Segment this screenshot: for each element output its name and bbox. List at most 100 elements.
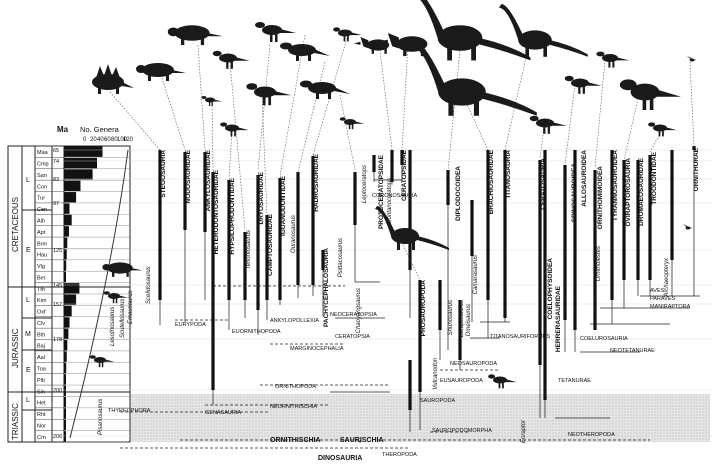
clade-label: HADROSAURIDAE: [313, 153, 320, 211]
epoch-label: E: [26, 247, 31, 254]
dinosaur-silhouette: [596, 51, 630, 68]
clade-label: THYREOPHORA: [108, 408, 151, 414]
dinosaur-silhouettes: [89, 0, 696, 389]
range-bar: [353, 172, 357, 225]
range-bar: [610, 150, 614, 300]
range-bar: [622, 160, 626, 280]
stage-label: Clv: [37, 321, 45, 327]
stage-label: Con: [37, 184, 47, 190]
clade-label: Barapasaurus: [459, 300, 465, 337]
clade-label: CORONOSAURIA: [372, 193, 418, 199]
stage-label: Het: [37, 401, 46, 407]
range-bar: [203, 152, 207, 232]
clade-label: STEGOSAURIA: [160, 150, 167, 198]
genera-tick: 40: [97, 137, 104, 143]
leader-line: [689, 61, 695, 147]
clade-label: NEORNITHISCHIA: [270, 404, 317, 410]
clade-label: GENASAURIA: [205, 410, 241, 416]
ma-tick-label: 83: [53, 177, 59, 183]
genera-axis-label: No. Genera: [80, 125, 120, 134]
clade-label: BRACHIOSAURIDAE: [488, 149, 495, 214]
range-bar: [408, 150, 412, 270]
clade-label: Archaeopteryx: [664, 257, 670, 298]
clade-label: ORNITHURAE: [693, 147, 700, 191]
clade-label: TYRANNOSAUROIDEA: [612, 150, 619, 221]
clade-label: Camarasaurus: [473, 255, 479, 294]
ma-tick-label: 145: [53, 283, 62, 289]
clade-label: Eoraptor: [521, 419, 527, 443]
range-bar: [538, 160, 542, 365]
dinosaur-silhouette: [499, 3, 588, 57]
clade-label: NEOSAUROPODA: [450, 361, 497, 367]
range-bar: [265, 215, 269, 300]
clade-label: DINOSAURIA: [318, 455, 362, 462]
range-bar: [692, 146, 696, 150]
clade-label: ORNITHOPODA: [275, 384, 316, 390]
range-bar: [311, 156, 315, 285]
dinosaur-silhouette: [648, 122, 677, 137]
clade-label: HERRERASAURIDAE: [555, 285, 562, 352]
range-bar: [418, 280, 422, 392]
clade-label: HETERODONTOSAURIDAE: [213, 169, 220, 254]
stage-label: Tur: [37, 196, 45, 202]
clade-label: TITANOSAURIA: [505, 150, 512, 199]
clade-label: ORNITHISCHIA: [270, 437, 321, 444]
dinosaur-silhouette: [619, 79, 681, 110]
clade-label: Montanoceratops: [387, 178, 393, 224]
stage-label: Alb: [37, 219, 45, 225]
ma-tick-label: 74: [53, 159, 59, 165]
dinosaur-silhouette: [488, 374, 517, 389]
stage-label: Rht: [37, 412, 46, 418]
clade-label: COELUROSAURIA: [580, 336, 628, 342]
genera-bar: [64, 260, 67, 271]
clade-label: EUSAUROPODA: [440, 378, 483, 384]
stage-label: Vlg: [37, 264, 45, 270]
ma-tick-label: 97: [53, 201, 59, 207]
dinosaur-silhouette: [103, 291, 129, 304]
stage-label: Maa: [37, 150, 49, 156]
clade-label: PROTOCERATOPSIDAE: [378, 154, 385, 229]
clade-label: Psittacosaurus: [338, 238, 344, 277]
clade-label: Shunosaurus: [448, 300, 454, 335]
genera-tick: 120: [123, 137, 134, 143]
range-bar: [593, 170, 597, 330]
clade-label: Ornitholestes: [596, 246, 602, 281]
period-label: JURASSIC: [11, 328, 20, 368]
stage-rows: MaaCmpSanConTurCenAlbAptBrmHauVlgBerTthK…: [35, 145, 64, 441]
clade-label: SAUROPODA: [420, 398, 455, 404]
genera-tick: 0: [83, 137, 87, 143]
genera-bar: [64, 248, 67, 260]
genera-bar: [64, 283, 80, 294]
leader-line: [564, 84, 576, 166]
stage-label: Toa: [37, 367, 47, 373]
ma-tick-label: 157: [53, 302, 62, 308]
stage-label: San: [37, 173, 47, 179]
stage-label: Ber: [37, 275, 46, 281]
clade-label: NODOSAURIDAE: [185, 149, 192, 203]
clade-label: DROMAEOSAURIDAE: [638, 157, 645, 226]
clade-label: Leptoceratops: [362, 165, 368, 203]
clade-label: HYPSILOPHODONTIDAE: [229, 177, 236, 254]
leader-line: [197, 44, 206, 151]
clade-label: CERATOSAURIA: [540, 158, 547, 210]
range-bar: [648, 155, 652, 280]
clade-label: Vulcanodon: [433, 357, 439, 389]
genera-tick: 20: [90, 137, 97, 143]
clade-label: Omeisaurus: [466, 304, 472, 336]
clade-label: Scutellosaurus: [120, 299, 126, 338]
clade-label: NEOTHEROPODA: [568, 432, 615, 438]
range-bar: [372, 155, 376, 172]
stage-label: Hau: [37, 253, 47, 259]
leader-line: [261, 94, 268, 216]
genera-bars: [64, 146, 130, 443]
range-bar: [458, 300, 462, 360]
cladogram-tree: [120, 179, 700, 449]
range-bar: [670, 150, 674, 260]
leader-line: [379, 49, 393, 151]
genera-bar: [64, 305, 72, 317]
genera-bar: [64, 271, 66, 283]
range-bar: [573, 150, 577, 330]
clade-label: ORNITHOMIMOIDEA: [597, 166, 604, 229]
genera-tick: 100: [117, 137, 128, 143]
